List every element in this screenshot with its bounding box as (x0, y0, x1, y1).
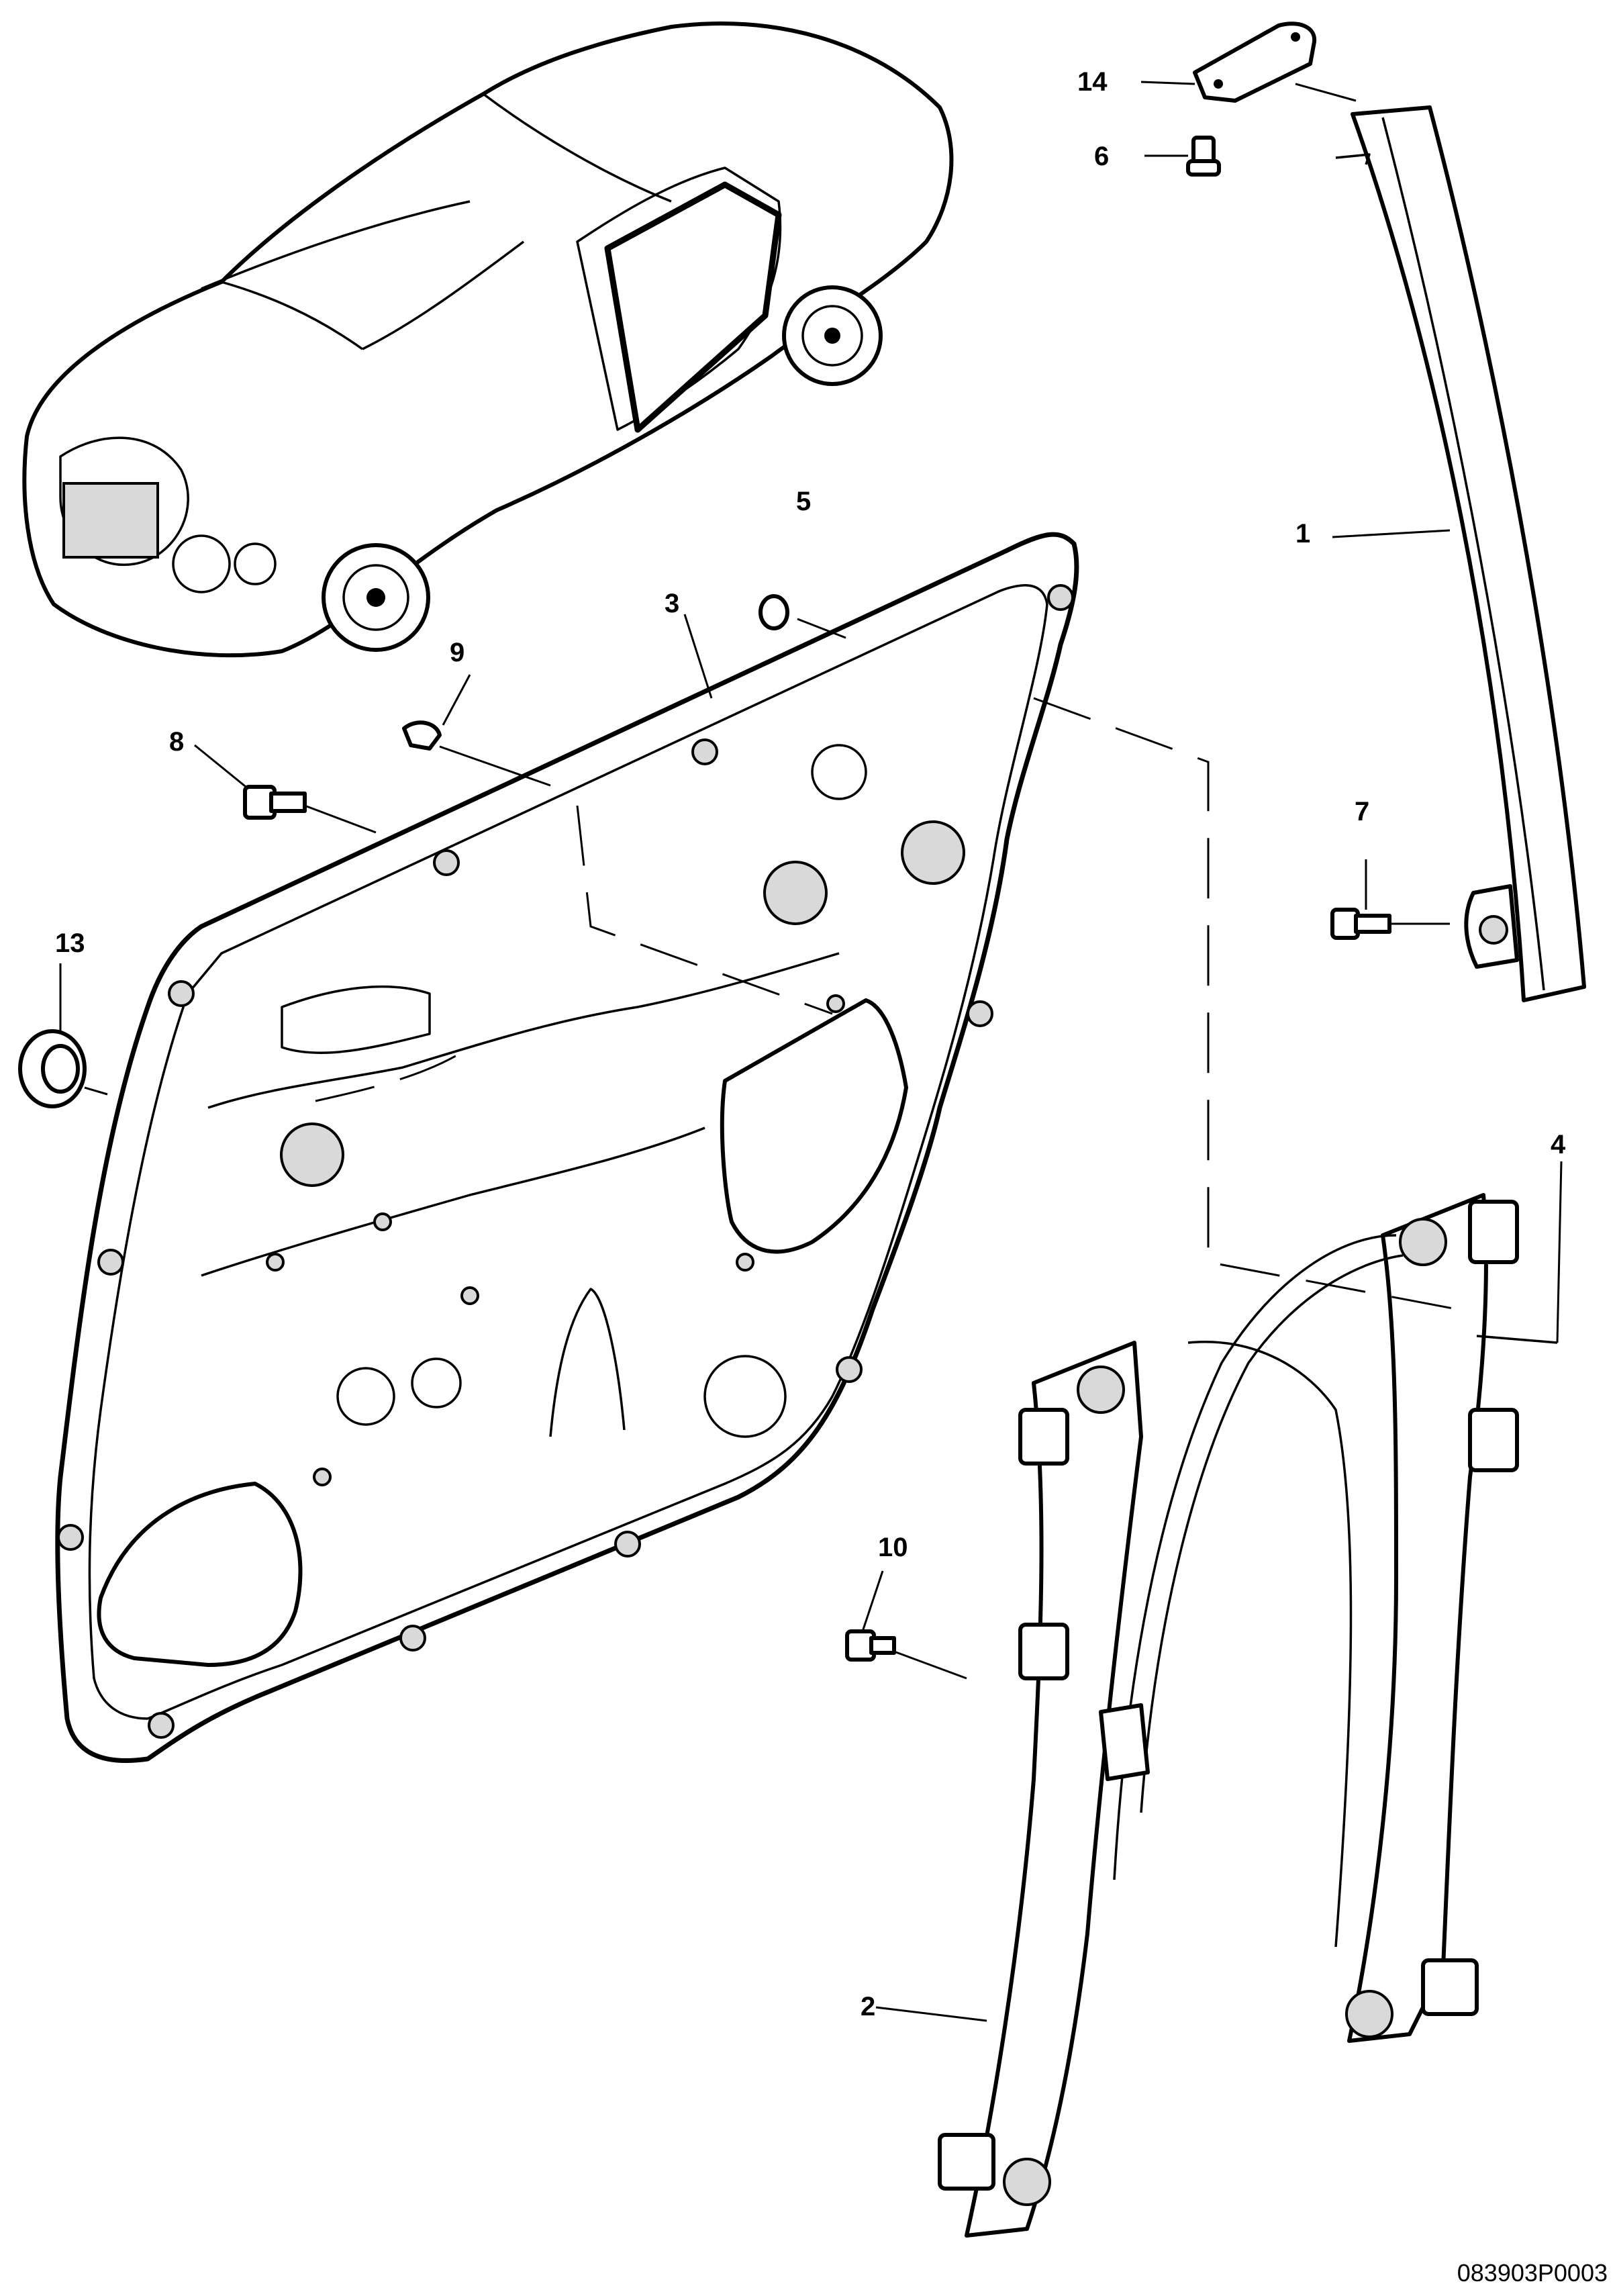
bracket-icon (1193, 21, 1317, 103)
grille-icon (62, 482, 159, 559)
window-regulator-icon (938, 1193, 1558, 2238)
door-panel-icon (55, 532, 1079, 1763)
callout-2: 2 (861, 1992, 875, 2021)
clip-icon (402, 720, 442, 751)
grommet-icon (758, 594, 789, 630)
callout-5: 5 (796, 487, 811, 516)
callout-10: 10 (878, 1533, 908, 1562)
car-locator-icon (22, 21, 954, 658)
callout-1: 1 (1295, 519, 1310, 548)
window-guide-rail-icon (1335, 105, 1586, 1002)
callout-4: 4 (1551, 1130, 1566, 1159)
seal-ring-icon (18, 1029, 87, 1108)
leader-lines (59, 81, 1563, 2022)
callout-labels: 14 6 1 7 5 3 9 8 13 4 10 2 (55, 67, 1566, 2021)
bolt-icon (1330, 908, 1391, 940)
callout-7: 7 (1355, 797, 1369, 826)
bolt-icon (243, 785, 307, 820)
callout-6: 6 (1094, 142, 1109, 171)
callout-3: 3 (665, 589, 679, 618)
bolt-icon (845, 1629, 896, 1662)
callout-14: 14 (1077, 67, 1108, 97)
callout-13: 13 (55, 928, 85, 958)
callout-8: 8 (169, 727, 184, 757)
drawing-code: 083903P0003 (1457, 2259, 1608, 2287)
callout-9: 9 (450, 638, 464, 667)
regulator-mount-icon (1018, 1408, 1069, 1466)
panel-fastener-holes (57, 584, 1074, 1739)
bolt-icon (1186, 136, 1221, 177)
